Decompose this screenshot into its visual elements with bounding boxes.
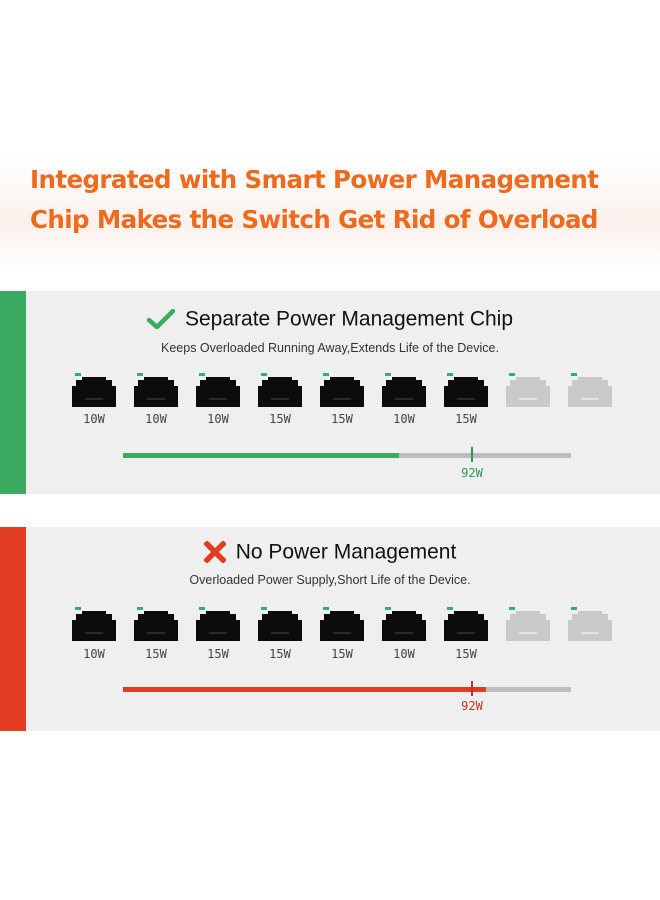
port-led-indicator: [75, 607, 81, 610]
port-led-indicator: [447, 373, 453, 376]
panel-with-power-management: Separate Power Management Chip Keeps Ove…: [0, 291, 660, 494]
ethernet-port-icon: [134, 607, 178, 641]
port-wattage-label: 10W: [145, 412, 167, 426]
panel-title: No Power Management: [235, 540, 457, 564]
port-wattage-label: 15W: [455, 647, 477, 661]
ethernet-port-icon: [320, 373, 364, 407]
port-led-indicator: [199, 607, 205, 610]
headline-line-2: Chip Makes the Switch Get Rid of Overloa…: [30, 205, 598, 234]
power-bar-fill: [123, 687, 486, 692]
port-led-indicator: [137, 373, 143, 376]
port-led-indicator: [509, 607, 515, 610]
panel-subtitle: Overloaded Power Supply,Short Life of th…: [189, 573, 471, 587]
port-jack: [196, 377, 240, 407]
ethernet-port-unused-icon: [506, 607, 550, 641]
port-led-indicator: [199, 373, 205, 376]
port-jack: [134, 611, 178, 641]
ethernet-port-icon: [134, 373, 178, 407]
port-led-indicator: [509, 373, 515, 376]
panel-subtitle: Keeps Overloaded Running Away,Extends Li…: [161, 341, 499, 355]
headline-banner: [0, 155, 660, 270]
ethernet-port-icon: [444, 373, 488, 407]
port-jack: [320, 611, 364, 641]
panel-accent-bar: [0, 291, 26, 494]
limit-label: 92W: [461, 466, 483, 480]
port-led-indicator: [137, 607, 143, 610]
port-wattage-label: 10W: [393, 412, 415, 426]
ethernet-port-icon: [72, 373, 116, 407]
limit-tick: [471, 447, 473, 462]
limit-tick: [471, 681, 473, 696]
port-wattage-label: 10W: [83, 412, 105, 426]
port-jack: [258, 377, 302, 407]
port-jack: [258, 611, 302, 641]
panel-title: Separate Power Management Chip: [184, 307, 514, 331]
port-led-indicator: [323, 607, 329, 610]
port-jack: [444, 611, 488, 641]
port-jack: [72, 377, 116, 407]
port-wattage-label: 15W: [145, 647, 167, 661]
power-bar: [123, 453, 571, 458]
port-wattage-label: 15W: [269, 647, 291, 661]
port-led-indicator: [571, 607, 577, 610]
port-wattage-label: 15W: [455, 412, 477, 426]
port-jack: [506, 611, 550, 641]
ethernet-port-unused-icon: [568, 373, 612, 407]
port-jack: [134, 377, 178, 407]
ethernet-port-unused-icon: [506, 373, 550, 407]
port-jack: [196, 611, 240, 641]
port-led-indicator: [447, 607, 453, 610]
port-led-indicator: [323, 373, 329, 376]
port-wattage-label: 10W: [207, 412, 229, 426]
ethernet-port-icon: [196, 373, 240, 407]
port-jack: [382, 611, 426, 641]
ethernet-port-icon: [444, 607, 488, 641]
panel-title-row: No Power Management: [0, 540, 660, 564]
ethernet-port-icon: [258, 607, 302, 641]
check-icon: [146, 309, 175, 330]
panel-without-power-management: No Power Management Overloaded Power Sup…: [0, 527, 660, 731]
port-wattage-label: 10W: [83, 647, 105, 661]
port-wattage-label: 15W: [207, 647, 229, 661]
port-jack: [506, 377, 550, 407]
port-jack: [568, 611, 612, 641]
port-wattage-label: 10W: [393, 647, 415, 661]
ethernet-port-icon: [320, 607, 364, 641]
ethernet-port-icon: [196, 607, 240, 641]
power-bar: [123, 687, 571, 692]
port-led-indicator: [75, 373, 81, 376]
limit-label: 92W: [461, 699, 483, 713]
port-led-indicator: [385, 373, 391, 376]
port-led-indicator: [385, 607, 391, 610]
power-bar-fill: [123, 453, 399, 458]
port-jack: [568, 377, 612, 407]
port-jack: [320, 377, 364, 407]
cross-icon: [203, 541, 226, 564]
headline-line-1: Integrated with Smart Power Management: [30, 165, 599, 194]
port-wattage-label: 15W: [269, 412, 291, 426]
ethernet-port-unused-icon: [568, 607, 612, 641]
port-jack: [444, 377, 488, 407]
port-wattage-label: 15W: [331, 412, 353, 426]
panel-accent-bar: [0, 527, 26, 731]
ethernet-port-icon: [258, 373, 302, 407]
ethernet-port-icon: [382, 373, 426, 407]
port-led-indicator: [571, 373, 577, 376]
ethernet-port-icon: [382, 607, 426, 641]
port-jack: [72, 611, 116, 641]
port-jack: [382, 377, 426, 407]
ethernet-port-icon: [72, 607, 116, 641]
port-led-indicator: [261, 373, 267, 376]
port-led-indicator: [261, 607, 267, 610]
panel-title-row: Separate Power Management Chip: [0, 307, 660, 331]
port-wattage-label: 15W: [331, 647, 353, 661]
